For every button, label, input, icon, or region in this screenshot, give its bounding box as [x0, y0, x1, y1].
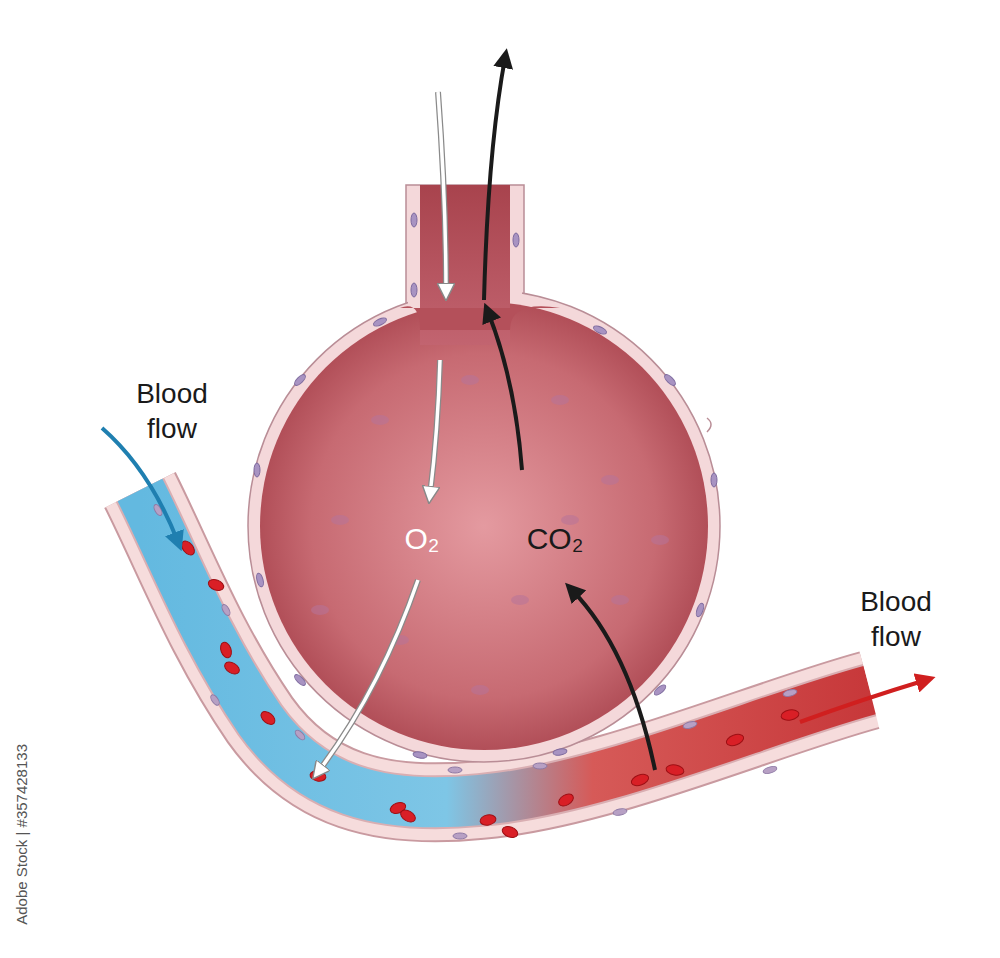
flow-label: Blood flow	[841, 584, 951, 654]
watermark: Adobe Stock | #357428133	[13, 709, 32, 958]
gas-arrows	[102, 58, 926, 772]
gas-label: CO₂	[505, 520, 605, 558]
gas-label: O₂	[382, 520, 462, 558]
flow-label: Blood flow	[117, 376, 227, 446]
